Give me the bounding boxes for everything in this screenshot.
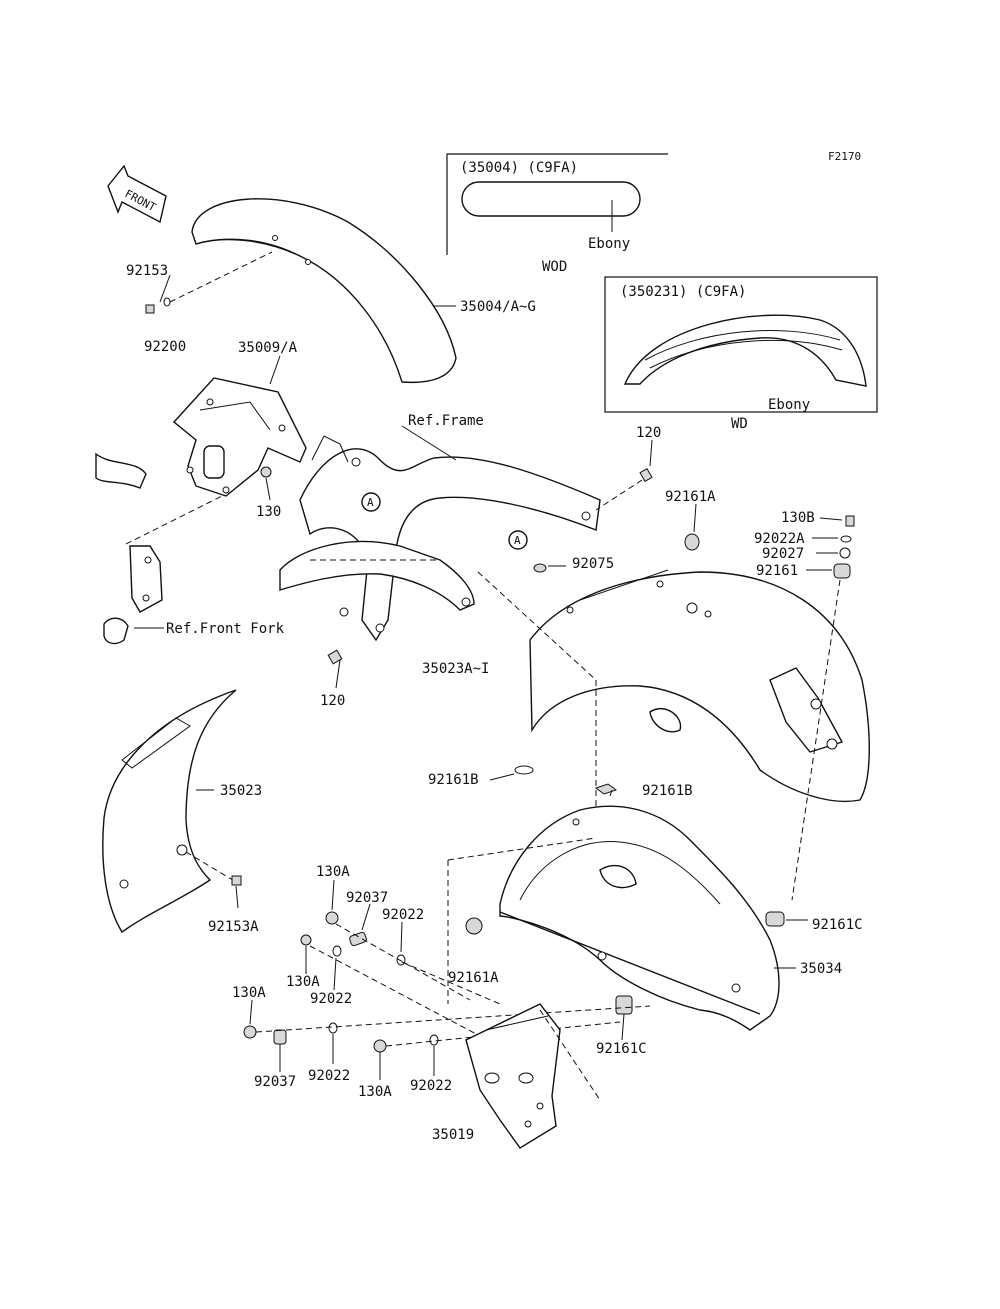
callout-92022-3: 92022: [308, 1068, 350, 1084]
callout-92022-1: 92022: [382, 907, 424, 923]
callout-92161B-right: 92161B: [642, 783, 693, 799]
callout-130B: 130B: [781, 510, 815, 526]
cushion-92161C-bottom: [615, 995, 633, 1015]
ref-circle-a-frame: [361, 492, 381, 512]
bolt-92153: [145, 297, 171, 314]
figure-code: F2170: [828, 150, 861, 163]
callout-35019: 35019: [432, 1127, 474, 1143]
callout-92037-1: 92037: [346, 890, 388, 906]
cushion-92161C-right: [765, 911, 785, 927]
grommet-92161A-top: [684, 533, 700, 551]
fender-stripe-decal: [461, 181, 641, 217]
grommet-92161B-right: [594, 783, 618, 795]
inner-fender-35034: [499, 805, 780, 1031]
inset-wd-header: (350231) (C9FA): [620, 284, 746, 300]
ref-frame-label: Ref.Frame: [408, 413, 484, 429]
callout-92027: 92027: [762, 546, 804, 562]
callout-35023: 35023: [220, 783, 262, 799]
callout-35034: 35034: [800, 961, 842, 977]
ref-circle-a-frame-label: A: [367, 496, 374, 509]
ref-circle-a-fender: [508, 530, 528, 550]
callout-92161C-bottom: 92161C: [596, 1041, 647, 1057]
callout-labels: 92153 35004/A~G 92200 35009/A 130 120 12…: [126, 263, 863, 1143]
ref-front-fork-label: Ref.Front Fork: [166, 621, 285, 637]
frame-ref: [279, 435, 601, 642]
callout-130: 130: [256, 504, 281, 520]
callout-92022A: 92022A: [754, 531, 805, 547]
bolt-130: [260, 466, 272, 478]
bolt-120-bottom: [327, 649, 343, 665]
rear-fender-main: [529, 569, 870, 803]
callout-130A-3: 130A: [232, 985, 266, 1001]
callout-35009: 35009/A: [238, 340, 298, 356]
bolt-92153A: [231, 875, 242, 886]
front-fork-ref: [95, 452, 163, 645]
bolt-130B: [845, 515, 855, 527]
callout-92161A-top: 92161A: [665, 489, 716, 505]
callout-92161: 92161: [756, 563, 798, 579]
callout-92153: 92153: [126, 263, 168, 279]
grommet-92161B-left: [514, 765, 534, 775]
inset-wod-box: (35004) (C9FA) Ebony WOD: [446, 153, 668, 275]
callout-92153A: 92153A: [208, 919, 259, 935]
inset-wd-model: WD: [731, 416, 748, 432]
callout-92022-2: 92022: [310, 991, 352, 1007]
callout-92200: 92200: [144, 339, 186, 355]
callout-130A-1: 130A: [316, 864, 350, 880]
callout-35023AI: 35023A~I: [422, 661, 489, 677]
callout-92037-2: 92037: [254, 1074, 296, 1090]
rear-fender-inset-drawing: [623, 314, 867, 387]
callout-92161A-mid: 92161A: [448, 970, 499, 986]
washer-92022A: [840, 535, 852, 543]
front-arrow-icon: FRONT: [107, 164, 167, 224]
callout-130A-2: 130A: [286, 974, 320, 990]
collar-92027: [839, 547, 851, 559]
grommet-92075: [533, 563, 547, 573]
callout-92075: 92075: [572, 556, 614, 572]
inset-wd-box: (350231) (C9FA) Ebony WD: [604, 276, 878, 432]
front-fender: [191, 198, 457, 384]
fender-side-panel: [102, 689, 237, 934]
callout-92161B-left: 92161B: [428, 772, 479, 788]
callout-92022-4: 92022: [410, 1078, 452, 1094]
bolt-120-top: [639, 467, 653, 483]
callout-130A-4: 130A: [358, 1084, 392, 1100]
callout-120-top: 120: [636, 425, 661, 441]
callout-35004: 35004/A~G: [460, 299, 536, 315]
inset-wod-header: (35004) (C9FA): [460, 160, 578, 176]
fender-bracket: [172, 377, 307, 497]
inset-wd-color: Ebony: [768, 397, 810, 413]
callout-92161C-right: 92161C: [812, 917, 863, 933]
inset-wod-color: Ebony: [588, 236, 630, 252]
grommet-92161A-mid: [465, 917, 483, 935]
grommet-92161: [833, 563, 851, 579]
ref-circle-a-fender-label: A: [514, 534, 521, 547]
callout-120-bottom: 120: [320, 693, 345, 709]
inset-wod-model: WOD: [542, 259, 567, 275]
hardware-cluster: [243, 911, 439, 1053]
license-bracket-35019: [465, 1003, 561, 1149]
